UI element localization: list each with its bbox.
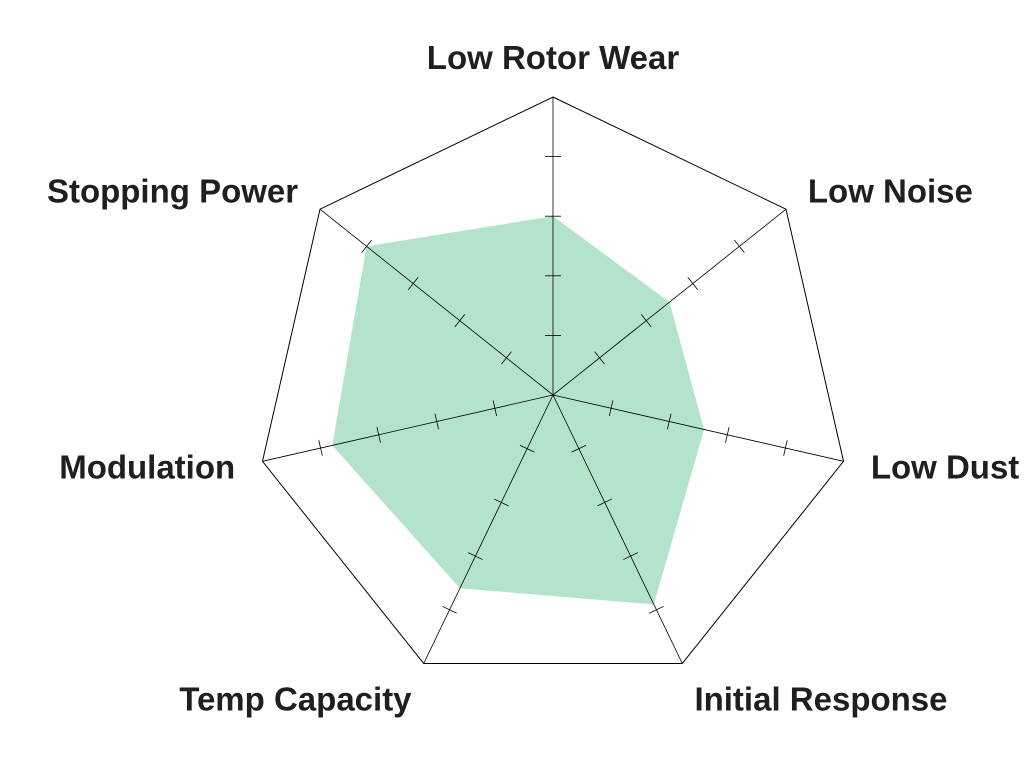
axis-tick — [501, 351, 512, 365]
axis-tick — [640, 314, 652, 328]
axis-tick — [454, 314, 466, 328]
axis-label-low-noise: Low Noise — [808, 173, 973, 210]
axis-label-low-dust: Low Dust — [871, 449, 1019, 486]
axis-tick — [687, 277, 699, 291]
axis-tick — [734, 239, 745, 253]
axis-tick — [434, 413, 439, 430]
axis-label-temp-capacity: Temp Capacity — [179, 681, 412, 718]
axis-label-initial-response: Initial Response — [694, 681, 947, 718]
axis-tick — [468, 552, 483, 560]
axis-tick — [571, 444, 587, 453]
axis-tick — [667, 413, 672, 430]
axis-tick — [649, 605, 664, 614]
axis-spoke-temp-capacity — [423, 394, 554, 664]
grid-layer — [261, 96, 845, 664]
axis-tick — [407, 277, 419, 291]
axis-label-low-rotor-wear: Low Rotor Wear — [427, 39, 680, 76]
axis-tick — [725, 426, 730, 443]
axis-spoke-initial-response — [552, 394, 683, 664]
data-fill-layer — [332, 216, 705, 605]
axis-tick — [623, 552, 638, 560]
axis-tick — [608, 400, 614, 417]
axis-tick — [442, 605, 457, 614]
axis-tick — [361, 239, 372, 253]
axis-spoke-modulation — [262, 394, 554, 462]
axis-tick — [493, 498, 509, 507]
axis-spoke-stopping-power — [319, 208, 554, 396]
data-area — [332, 216, 705, 605]
axis-spoke-low-noise — [552, 208, 787, 396]
outer-frame — [261, 96, 845, 664]
axis-label-modulation: Modulation — [59, 449, 235, 486]
axis-label-stopping-power: Stopping Power — [47, 173, 298, 210]
axis-tick — [783, 440, 788, 456]
axis-tick — [594, 351, 605, 365]
axis-tick — [318, 440, 323, 456]
axis-tick — [376, 426, 381, 443]
axis-spoke-low-dust — [552, 394, 844, 462]
axis-tick — [519, 444, 535, 453]
axis-tick — [597, 498, 613, 507]
axis-tick — [492, 400, 498, 417]
